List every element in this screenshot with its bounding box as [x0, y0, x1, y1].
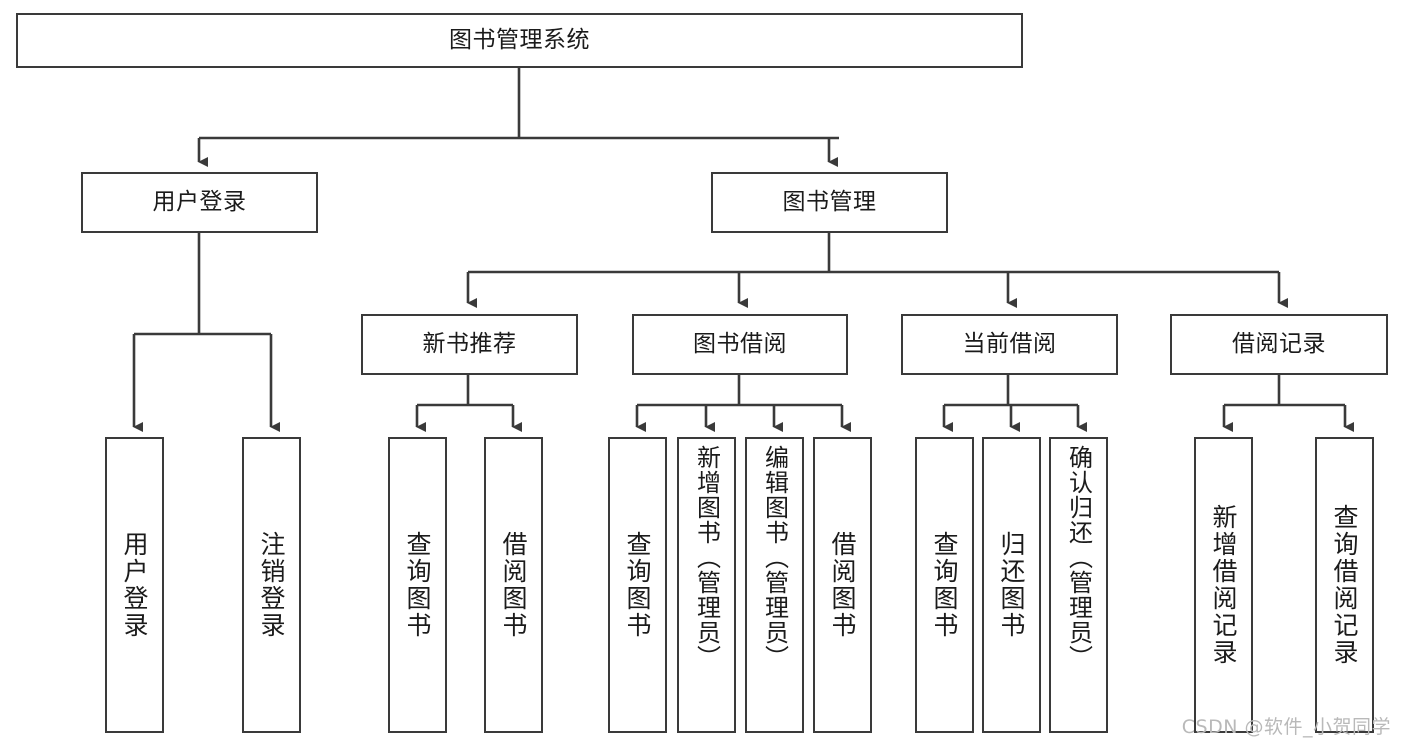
node-current-borrow[interactable]: 当前借阅: [901, 314, 1118, 375]
leaf-bb-borrow-book[interactable]: 借阅图书: [813, 437, 872, 733]
node-label: 图书管理系统: [449, 26, 590, 53]
node-label: 借阅记录: [1232, 330, 1326, 357]
node-label: 新书推荐: [422, 330, 517, 357]
node-label: 借阅图书: [828, 531, 857, 639]
leaf-bb-edit-book-admin[interactable]: 编辑图书（管理员）: [745, 437, 804, 733]
leaf-nb-query-book[interactable]: 查询图书: [388, 437, 447, 733]
node-label: 注销登录: [257, 531, 286, 639]
node-label: 用户登录: [152, 188, 247, 215]
node-book-management[interactable]: 图书管理: [711, 172, 948, 233]
node-label: 查询图书: [403, 531, 432, 639]
leaf-cb-return-book[interactable]: 归还图书: [982, 437, 1041, 733]
leaf-br-query-record[interactable]: 查询借阅记录: [1315, 437, 1374, 733]
node-label: 确认归还（管理员）: [1064, 445, 1093, 670]
leaf-nb-borrow-book[interactable]: 借阅图书: [484, 437, 543, 733]
leaf-bb-add-book-admin[interactable]: 新增图书（管理员）: [677, 437, 736, 733]
leaf-cb-confirm-return-admin[interactable]: 确认归还（管理员）: [1049, 437, 1108, 733]
node-label: 查询借阅记录: [1330, 504, 1359, 666]
leaf-bb-query-book[interactable]: 查询图书: [608, 437, 667, 733]
node-label: 用户登录: [120, 531, 149, 639]
node-book-borrow[interactable]: 图书借阅: [632, 314, 848, 375]
node-label: 查询图书: [623, 531, 652, 639]
leaf-br-add-record[interactable]: 新增借阅记录: [1194, 437, 1253, 733]
node-label: 查询图书: [930, 531, 959, 639]
node-root-system[interactable]: 图书管理系统: [16, 13, 1023, 68]
leaf-cb-query-book[interactable]: 查询图书: [915, 437, 974, 733]
node-label: 新增借阅记录: [1209, 504, 1238, 666]
leaf-logout[interactable]: 注销登录: [242, 437, 301, 733]
node-label: 编辑图书（管理员）: [760, 445, 789, 670]
node-user-login[interactable]: 用户登录: [81, 172, 318, 233]
node-label: 图书借阅: [693, 330, 787, 357]
node-label: 新增图书（管理员）: [692, 445, 721, 670]
node-label: 图书管理: [782, 188, 877, 215]
node-borrow-record[interactable]: 借阅记录: [1170, 314, 1388, 375]
csdn-watermark: CSDN @软件_小贺同学: [1181, 716, 1391, 738]
node-label: 当前借阅: [962, 330, 1057, 357]
node-new-book-recommend[interactable]: 新书推荐: [361, 314, 578, 375]
node-label: 归还图书: [997, 531, 1026, 639]
node-label: 借阅图书: [499, 531, 528, 639]
leaf-user-login[interactable]: 用户登录: [105, 437, 164, 733]
